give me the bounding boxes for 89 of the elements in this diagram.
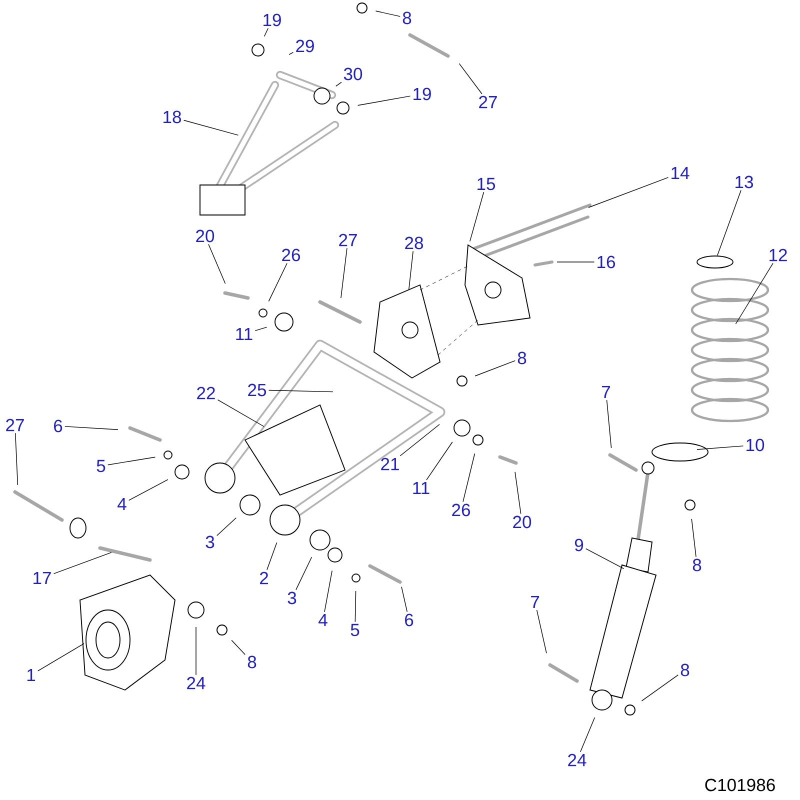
leader-line xyxy=(458,63,482,94)
callout-number: 8 xyxy=(248,656,256,668)
callout-number: 20 xyxy=(196,230,214,242)
leader-line xyxy=(691,518,696,558)
leader-line xyxy=(474,360,516,376)
callout-number: 20 xyxy=(513,516,532,528)
leader-line xyxy=(514,472,522,514)
leader-line xyxy=(183,120,239,136)
callout-number: 24 xyxy=(568,754,586,766)
callout-number: 4 xyxy=(118,498,126,510)
leader-line xyxy=(254,326,268,332)
callout-number: 11 xyxy=(236,328,252,340)
callout-number: 24 xyxy=(187,676,206,690)
leader-line xyxy=(470,192,484,242)
callout-number: 3 xyxy=(206,536,214,548)
leader-line xyxy=(586,548,624,570)
callout-number: 18 xyxy=(164,110,181,124)
callout-number: 2 xyxy=(260,572,268,584)
leader-line xyxy=(641,674,678,702)
leader-line xyxy=(336,82,342,87)
leader-line xyxy=(53,552,112,574)
leader-line xyxy=(296,556,312,590)
callout-number: 5 xyxy=(96,460,106,472)
leader-line xyxy=(15,432,18,486)
leader-line xyxy=(38,643,84,672)
callout-number: 15 xyxy=(478,178,496,190)
callout-number: 10 xyxy=(746,438,764,452)
leader-line xyxy=(462,453,476,502)
figure-number: C101986 xyxy=(705,778,775,792)
callout-number: 30 xyxy=(344,68,362,80)
leader-line xyxy=(580,717,596,752)
leader-line xyxy=(64,426,118,430)
callout-number: 19 xyxy=(414,88,431,100)
callout-number: 28 xyxy=(405,236,423,250)
callout-number: 8 xyxy=(402,12,412,24)
leader-line xyxy=(288,52,294,55)
leader-line xyxy=(426,442,453,480)
callout-number: 29 xyxy=(296,40,314,52)
callout-number: 14 xyxy=(672,166,690,180)
callout-number: 1 xyxy=(27,668,36,682)
callout-number: 19 xyxy=(264,14,281,26)
leader-line xyxy=(400,424,440,456)
leader-line xyxy=(216,518,236,536)
callout-number: 7 xyxy=(531,596,540,608)
leader-line xyxy=(606,400,612,448)
leader-line xyxy=(128,479,168,501)
leader-line xyxy=(268,262,288,302)
callout-number: 6 xyxy=(54,420,62,432)
callout-number: 8 xyxy=(692,558,702,572)
leader-line xyxy=(588,177,669,208)
callout-number: 27 xyxy=(339,234,357,246)
callout-number: 8 xyxy=(518,352,526,364)
leader-line xyxy=(231,640,246,656)
callout-number: 6 xyxy=(405,614,414,626)
leader-line xyxy=(266,542,278,570)
callout-number: 5 xyxy=(350,624,360,636)
callout-number: 16 xyxy=(598,256,615,268)
leader-line xyxy=(357,96,411,106)
leader-line xyxy=(536,610,547,654)
leader-line xyxy=(401,586,408,612)
leader-line xyxy=(217,399,264,427)
callout-number: 8 xyxy=(680,664,690,676)
callout-number: 27 xyxy=(479,96,497,108)
callout-number: 11 xyxy=(413,482,430,494)
leader-line xyxy=(340,248,348,298)
leader-line xyxy=(735,262,774,324)
leader-line xyxy=(408,250,414,290)
leader-line xyxy=(375,10,400,17)
leader-line xyxy=(696,446,744,450)
callout-number: 26 xyxy=(282,248,300,262)
leader-line xyxy=(354,590,356,622)
callout-number: 9 xyxy=(574,538,584,552)
callout-number: 21 xyxy=(381,458,399,470)
leader-line xyxy=(324,570,332,612)
leader-line xyxy=(264,28,268,37)
callout-number: 27 xyxy=(6,418,24,432)
leader-line xyxy=(717,190,742,256)
leader-line xyxy=(108,456,156,466)
leader-line xyxy=(208,244,226,284)
callout-number: 25 xyxy=(248,384,266,396)
callout-number: 12 xyxy=(770,248,787,262)
callout-number: 3 xyxy=(288,592,296,604)
callout-number: 4 xyxy=(318,614,328,626)
leader-line xyxy=(268,390,334,392)
callout-number: 13 xyxy=(736,176,753,188)
callout-number: 17 xyxy=(34,572,51,584)
callout-number: 26 xyxy=(452,504,470,516)
callout-number: 22 xyxy=(197,386,215,400)
callout-number: 7 xyxy=(602,386,610,398)
